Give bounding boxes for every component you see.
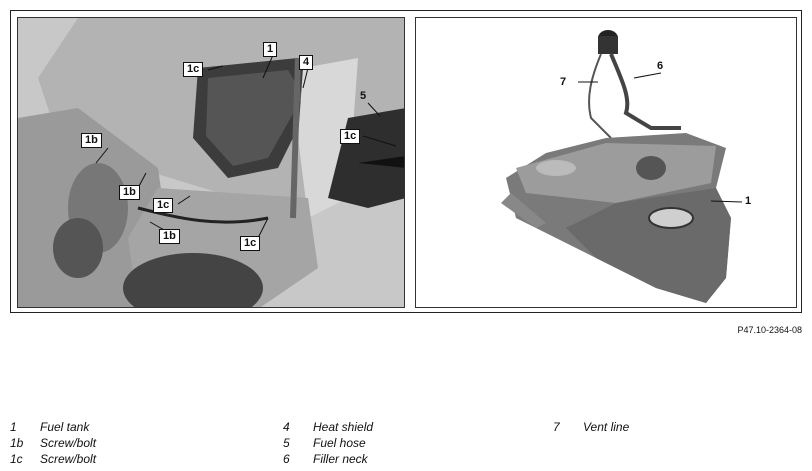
callout-screw-bolt-1c: 1c <box>153 198 174 213</box>
fuel-tank-detail-panel: 6 7 1 <box>415 17 797 308</box>
legend-number: 6 <box>283 452 290 466</box>
legend-text: Screw/bolt <box>40 436 97 450</box>
legend-text: Filler neck <box>313 452 368 466</box>
legend-column-2: 4 Heat shield 5 Fuel hose 6 Filler neck <box>283 419 483 467</box>
legend-item: 1c Screw/bolt <box>10 451 210 467</box>
callout-screw-bolt-1b: 1b <box>81 133 102 148</box>
legend-number: 5 <box>283 436 290 450</box>
callout-screw-bolt-1b: 1b <box>159 229 180 244</box>
legend-text: Vent line <box>583 420 630 434</box>
callout-screw-bolt-1c: 1c <box>183 62 204 77</box>
legend-number: 4 <box>283 420 290 434</box>
legend-item: 1b Screw/bolt <box>10 435 210 451</box>
legend-text: Fuel tank <box>40 420 90 434</box>
legend-number: 7 <box>553 420 560 434</box>
underbody-photo-panel: 1 1c 4 5 1c 1b 1b 1c 1b 1c <box>17 17 405 308</box>
callout-heat-shield: 4 <box>299 55 314 70</box>
legend-text: Fuel hose <box>313 436 366 450</box>
figure-frame: 1 1c 4 5 1c 1b 1b 1c 1b 1c <box>10 10 802 313</box>
legend-number: 1 <box>10 420 17 434</box>
callout-screw-bolt-1c: 1c <box>340 129 361 144</box>
legend-item: 4 Heat shield <box>283 419 483 435</box>
figure-reference-code: P47.10-2364-08 <box>737 325 802 335</box>
legend-number: 1b <box>10 436 24 450</box>
callout-vent-line: 7 <box>560 76 567 88</box>
fuel-tank-illustration <box>416 18 796 307</box>
callout-screw-bolt-1c: 1c <box>240 236 261 251</box>
legend-item: 1 Fuel tank <box>10 419 210 435</box>
legend-text: Heat shield <box>313 420 374 434</box>
legend-column-3: 7 Vent line <box>553 419 753 435</box>
underbody-illustration <box>18 18 404 307</box>
callout-fuel-tank: 1 <box>745 195 752 207</box>
callout-fuel-tank: 1 <box>263 42 278 57</box>
callout-filler-neck: 6 <box>657 60 664 72</box>
legend-number: 1c <box>10 452 23 466</box>
callout-screw-bolt-1b: 1b <box>119 185 140 200</box>
callout-fuel-hose: 5 <box>360 90 367 102</box>
legend-text: Screw/bolt <box>40 452 97 466</box>
legend-item: 6 Filler neck <box>283 451 483 467</box>
legend-item: 5 Fuel hose <box>283 435 483 451</box>
legend-item: 7 Vent line <box>553 419 753 435</box>
